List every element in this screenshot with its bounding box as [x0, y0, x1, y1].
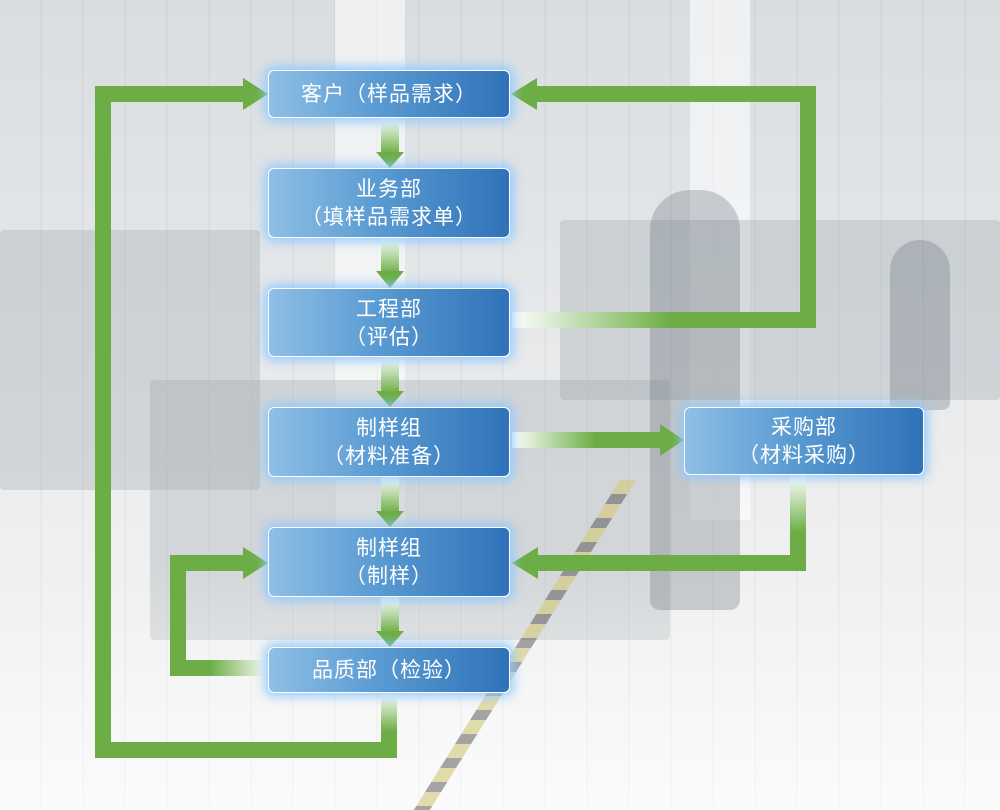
node-sales-title: 业务部	[356, 177, 422, 201]
node-sales: 业务部 （填样品需求单）	[268, 168, 510, 238]
node-prep: 制样组 （材料准备）	[268, 407, 510, 477]
arrow-customer-to-sales	[376, 118, 404, 168]
node-purchase-subtitle: （材料采购）	[738, 443, 870, 467]
arrow-sales-to-engineering	[376, 238, 404, 288]
node-customer: 客户（样品需求）	[268, 70, 510, 118]
node-customer-label: 客户（样品需求）	[301, 82, 477, 106]
node-sampling-subtitle: （制样）	[345, 564, 433, 588]
node-engineering: 工程部 （评估）	[268, 288, 510, 357]
node-engineering-title: 工程部	[356, 296, 422, 321]
arrow-engineering-to-customer	[511, 78, 816, 328]
node-sales-subtitle: （填样品需求单）	[301, 205, 477, 229]
arrow-sampling-to-qa	[376, 597, 404, 647]
node-engineering-subtitle: （评估）	[345, 324, 433, 349]
arrow-purchase-to-sampling	[512, 476, 806, 579]
arrow-qa-to-customer	[95, 78, 397, 758]
arrow-qa-to-sampling	[170, 547, 270, 676]
arrow-engineering-to-prep	[376, 357, 404, 407]
arrow-prep-to-sampling	[376, 477, 404, 527]
node-prep-title: 制样组	[356, 416, 422, 440]
node-sampling-title: 制样组	[356, 536, 422, 560]
node-sampling: 制样组 （制样）	[268, 527, 510, 597]
node-prep-subtitle: （材料准备）	[323, 444, 455, 468]
node-purchase-title: 采购部	[771, 415, 837, 439]
arrow-prep-to-purchase	[512, 424, 684, 456]
node-purchase: 采购部 （材料采购）	[684, 407, 924, 475]
node-qa: 品质部（检验）	[268, 647, 510, 693]
node-qa-label: 品质部（检验）	[312, 658, 466, 682]
